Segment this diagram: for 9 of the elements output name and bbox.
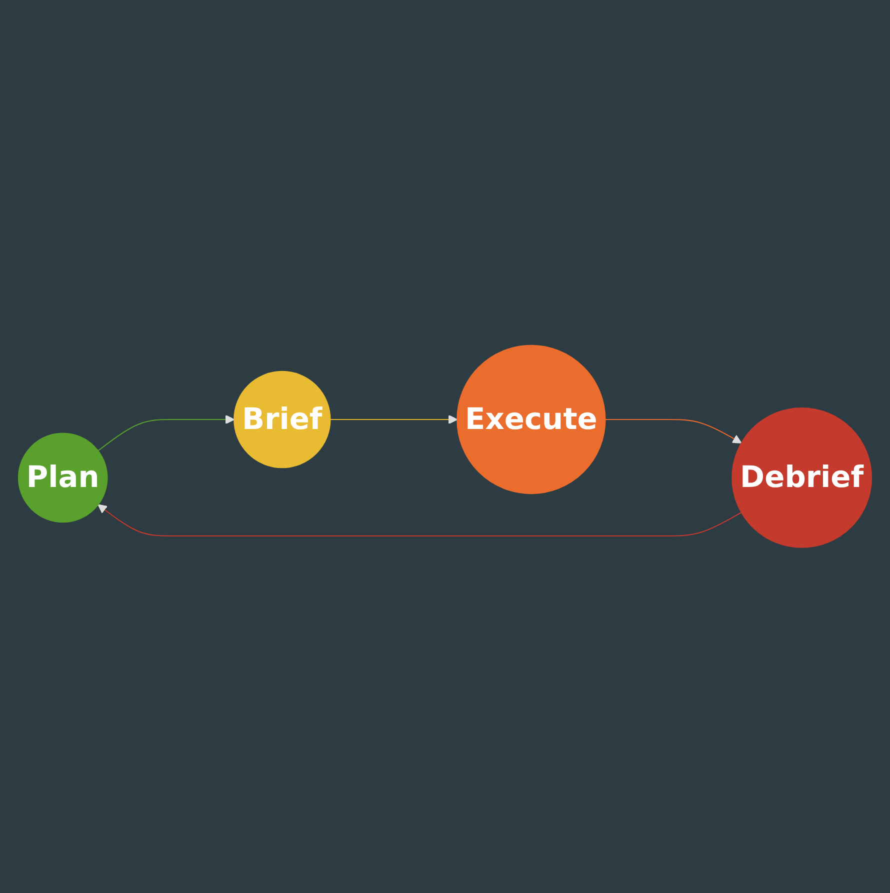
node-circle — [732, 408, 872, 548]
arrow — [330, 414, 458, 424]
cycle-diagram: Plan Brief Execute Debrief — [10, 337, 880, 556]
arrow — [98, 414, 235, 452]
node-circle — [456, 345, 606, 494]
node-circle — [234, 370, 331, 468]
arrow — [605, 419, 742, 444]
arrow — [98, 504, 742, 536]
node-circle — [18, 432, 108, 523]
